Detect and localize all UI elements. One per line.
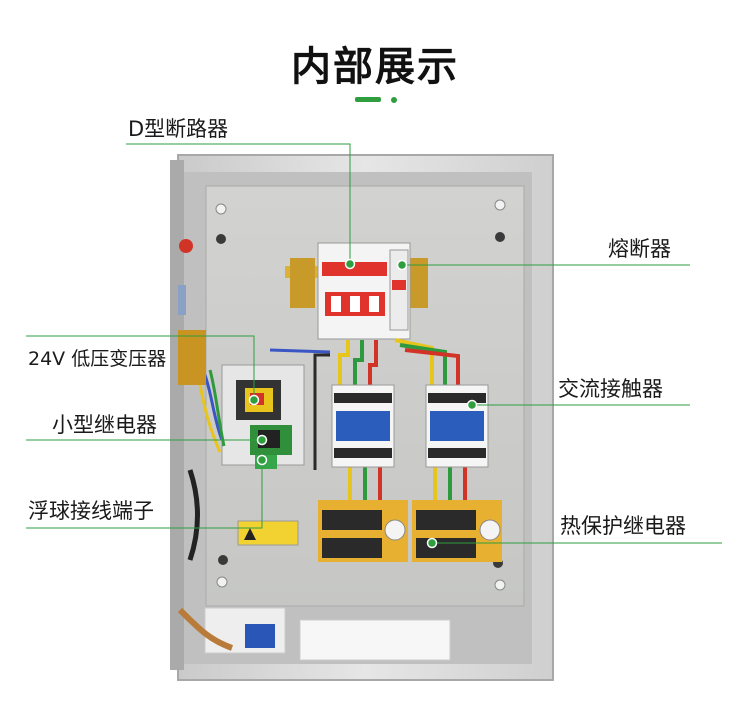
leader-dots xyxy=(248,258,478,549)
wiring xyxy=(269,338,467,512)
contactor-left xyxy=(331,384,395,468)
leader-lines xyxy=(26,143,722,544)
warning-sticker xyxy=(237,520,299,546)
label-float-terminal: 浮球接线端子 xyxy=(28,499,154,523)
side-wires xyxy=(187,369,226,561)
manual-paper xyxy=(177,607,451,661)
door-side-parts xyxy=(178,239,206,385)
label-transformer: 24V 低压变压器 xyxy=(28,348,167,370)
label-thermal-relay: 热保护继电器 xyxy=(560,514,686,538)
thermal-relay-right xyxy=(412,500,502,562)
contactor-right xyxy=(425,384,489,468)
title-underline-decoration xyxy=(355,97,400,103)
circuit-breaker xyxy=(285,242,428,340)
page-title: 内部展示 xyxy=(291,44,459,90)
label-small-relay: 小型继电器 xyxy=(52,413,157,437)
label-fuse: 熔断器 xyxy=(608,237,671,261)
thermal-relay-left xyxy=(318,500,408,562)
label-contactor: 交流接触器 xyxy=(558,377,663,401)
label-breaker: D型断路器 xyxy=(128,117,229,141)
